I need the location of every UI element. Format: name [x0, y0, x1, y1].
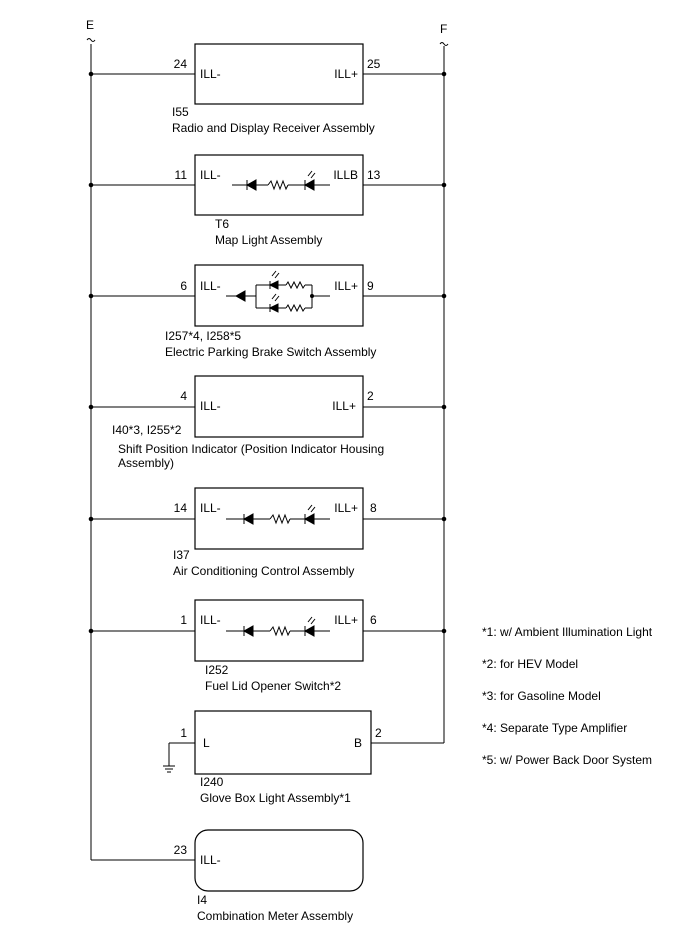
- map-light-name: Map Light Assembly: [215, 233, 322, 247]
- glove-box-light-box: [194, 710, 372, 775]
- ac-control-led-icon: [226, 504, 330, 525]
- component-ac-control: 14 ILL- ILL+ 8 I37 Air Conditioning Cont…: [88, 487, 447, 578]
- fuel-lid-switch-terminal-right: ILL+: [334, 613, 358, 627]
- map-light-pin-right: 13: [367, 168, 381, 182]
- note-2: *2: for HEV Model: [482, 657, 578, 671]
- fuel-lid-switch-code: I252: [205, 663, 229, 677]
- epb-switch-name: Electric Parking Brake Switch Assembly: [165, 345, 376, 359]
- combination-meter-name: Combination Meter Assembly: [197, 909, 353, 923]
- epb-switch-box: [194, 264, 364, 327]
- shift-indicator-terminal-right: ILL+: [332, 399, 356, 413]
- ac-control-code: I37: [173, 548, 190, 562]
- ac-control-terminal-left: ILL-: [200, 501, 221, 515]
- footnotes: *1: w/ Ambient Illumination Light *2: fo…: [482, 625, 653, 767]
- shift-indicator-name-line2: Assembly): [118, 456, 174, 470]
- radio-pin-left: 24: [174, 57, 188, 71]
- shift-indicator-pin-left: 4: [180, 389, 187, 403]
- ac-control-name: Air Conditioning Control Assembly: [173, 564, 354, 578]
- epb-switch-pin-right: 9: [367, 279, 374, 293]
- shift-indicator-pin-right: 2: [367, 389, 374, 403]
- epb-switch-pin-left: 6: [180, 279, 187, 293]
- fuel-lid-switch-led-icon: [226, 616, 330, 637]
- radio-terminal-left: ILL-: [200, 67, 221, 81]
- map-light-led-icon: [232, 170, 330, 191]
- note-1: *1: w/ Ambient Illumination Light: [482, 625, 653, 639]
- ground-icon: [163, 765, 175, 773]
- map-light-terminal-left: ILL-: [200, 168, 221, 182]
- fuel-lid-switch-pin-right: 6: [370, 613, 377, 627]
- glove-box-light-pin-left: 1: [180, 726, 187, 740]
- epb-switch-terminal-left: ILL-: [200, 279, 221, 293]
- map-light-terminal-right: ILLB: [333, 168, 358, 182]
- fuel-lid-switch-pin-left: 1: [180, 613, 187, 627]
- epb-switch-led-icon: [226, 270, 330, 313]
- component-combination-meter: 23 ILL- I4 Combination Meter Assembly: [91, 829, 364, 923]
- epb-switch-code: I257*4, I258*5: [165, 329, 241, 343]
- note-4: *4: Separate Type Amplifier: [482, 721, 627, 735]
- shift-indicator-code: I40*3, I255*2: [112, 423, 182, 437]
- map-light-code: T6: [215, 217, 229, 231]
- note-3: *3: for Gasoline Model: [482, 689, 601, 703]
- component-glove-box-light: 1 L B 2 I240 Glove Box Light Assembly*1: [163, 710, 444, 805]
- combination-meter-code: I4: [197, 893, 207, 907]
- glove-box-light-terminal-left: L: [203, 736, 210, 750]
- shift-indicator-name-line1: Shift Position Indicator (Position Indic…: [118, 442, 384, 456]
- ac-control-pin-right: 8: [370, 501, 377, 515]
- component-fuel-lid-switch: 1 ILL- ILL+ 6 I252 Fuel Lid Opener Switc…: [88, 599, 447, 693]
- radio-box: [194, 43, 364, 105]
- glove-box-light-pin-right: 2: [375, 726, 382, 740]
- note-5: *5: w/ Power Back Door System: [482, 753, 652, 767]
- shift-indicator-box: [194, 375, 364, 438]
- map-light-pin-left: 11: [175, 168, 188, 182]
- combination-meter-pin-left: 23: [174, 843, 188, 857]
- ac-control-pin-left: 14: [174, 501, 188, 515]
- radio-code: I55: [172, 105, 189, 119]
- shift-indicator-terminal-left: ILL-: [200, 399, 221, 413]
- bus-f-break-mark: [439, 42, 449, 46]
- radio-pin-right: 25: [367, 57, 381, 71]
- fuel-lid-switch-box: [194, 599, 364, 662]
- ac-control-box: [194, 487, 364, 550]
- bus-label-e: E: [86, 18, 94, 32]
- bus-label-f: F: [440, 22, 447, 36]
- component-epb-switch: 6 ILL- ILL+ 9 I257*4, I258*5 Electric Pa…: [88, 264, 447, 359]
- component-map-light: 11 ILL- ILLB 13 T6 Map Light Assembly: [88, 154, 447, 247]
- glove-box-light-terminal-right: B: [354, 736, 362, 750]
- component-shift-indicator: 4 ILL- ILL+ 2 I40*3, I255*2 Shift Positi…: [88, 375, 447, 470]
- bus-e-break-mark: [86, 38, 96, 42]
- glove-box-light-code: I240: [200, 775, 224, 789]
- fuel-lid-switch-terminal-left: ILL-: [200, 613, 221, 627]
- epb-switch-terminal-right: ILL+: [334, 279, 358, 293]
- radio-terminal-right: ILL+: [334, 67, 358, 81]
- glove-box-light-name: Glove Box Light Assembly*1: [200, 791, 351, 805]
- combination-meter-terminal-left: ILL-: [200, 853, 221, 867]
- component-radio: 24 ILL- ILL+ 25 I55 Radio and Display Re…: [88, 43, 447, 135]
- fuel-lid-switch-name: Fuel Lid Opener Switch*2: [205, 679, 341, 693]
- ac-control-terminal-right: ILL+: [334, 501, 358, 515]
- radio-name: Radio and Display Receiver Assembly: [172, 121, 375, 135]
- combination-meter-box: [194, 829, 364, 892]
